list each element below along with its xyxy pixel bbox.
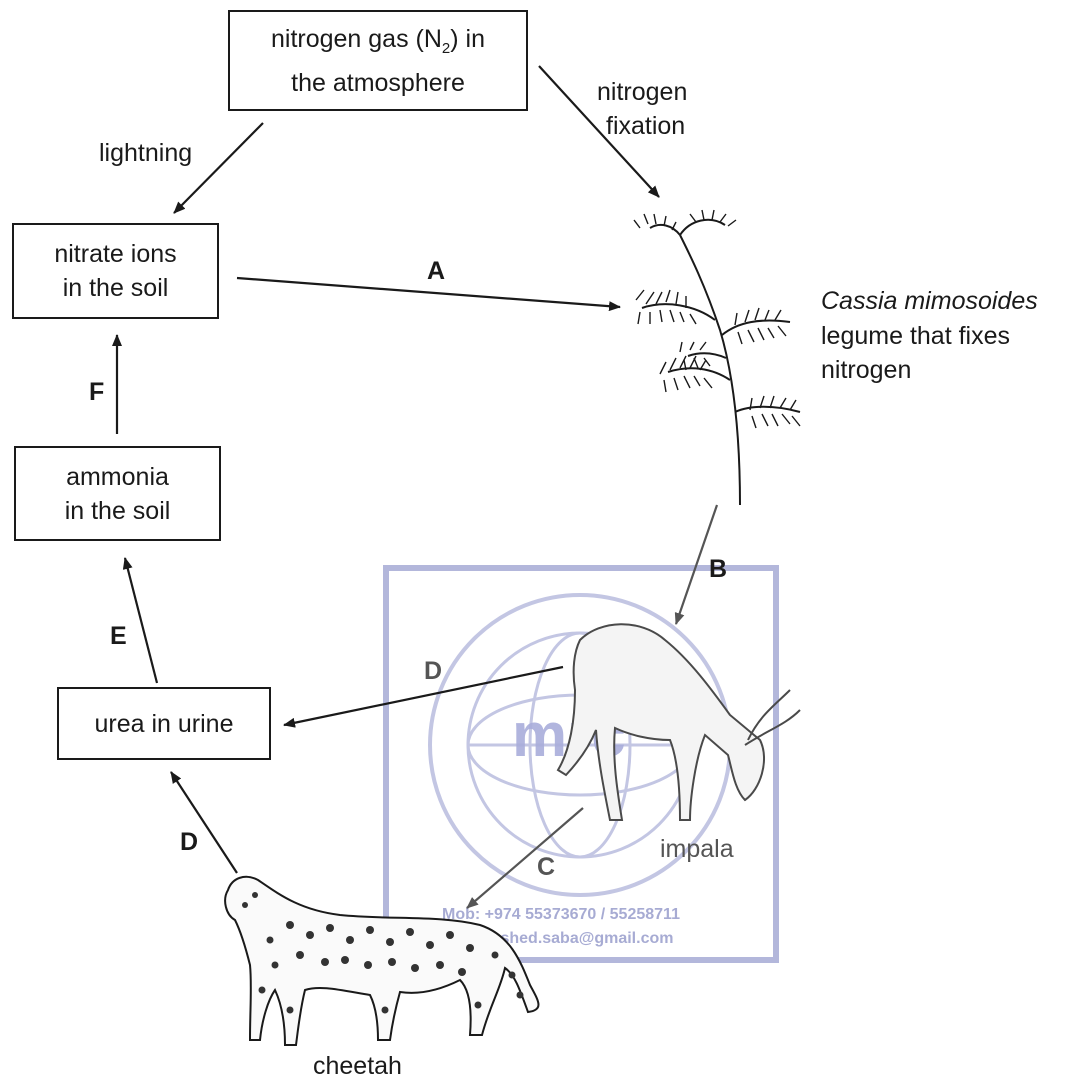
plant-desc-line1: legume that fixes — [821, 320, 1010, 352]
label-B: B — [709, 553, 727, 585]
ammonia-line1: ammonia — [66, 460, 169, 494]
plant-illustration — [634, 210, 800, 505]
plant-desc-line2: nitrogen — [821, 354, 911, 386]
urea-label: urea in urine — [95, 707, 234, 741]
box-urea: urea in urine — [57, 687, 271, 760]
label-D-upper: D — [424, 655, 442, 687]
label-D-lower: D — [180, 826, 198, 858]
box-ammonia: ammonia in the soil — [14, 446, 221, 541]
nitrate-line2: in the soil — [63, 271, 169, 305]
atmosphere-line1: nitrogen gas (N2) in — [271, 22, 485, 66]
cheetah-label: cheetah — [313, 1050, 402, 1082]
label-C: C — [537, 851, 555, 883]
label-A: A — [427, 255, 445, 287]
label-fixation-line1: nitrogen — [597, 76, 687, 108]
box-nitrate: nitrate ions in the soil — [12, 223, 219, 319]
box-atmosphere: nitrogen gas (N2) in the atmosphere — [228, 10, 528, 111]
plant-name: Cassia mimosoides — [821, 285, 1038, 317]
arrow-E — [125, 558, 157, 683]
label-fixation-line2: fixation — [606, 110, 685, 142]
arrow-C — [467, 808, 583, 908]
impala-label: impala — [660, 833, 734, 865]
nitrate-line1: nitrate ions — [54, 237, 176, 271]
atmosphere-line2: the atmosphere — [291, 66, 465, 100]
label-lightning: lightning — [99, 137, 192, 169]
impala-illustration — [558, 624, 800, 820]
label-E: E — [110, 620, 127, 652]
cheetah-illustration — [225, 877, 538, 1045]
label-F: F — [89, 376, 104, 408]
ammonia-line2: in the soil — [65, 494, 171, 528]
